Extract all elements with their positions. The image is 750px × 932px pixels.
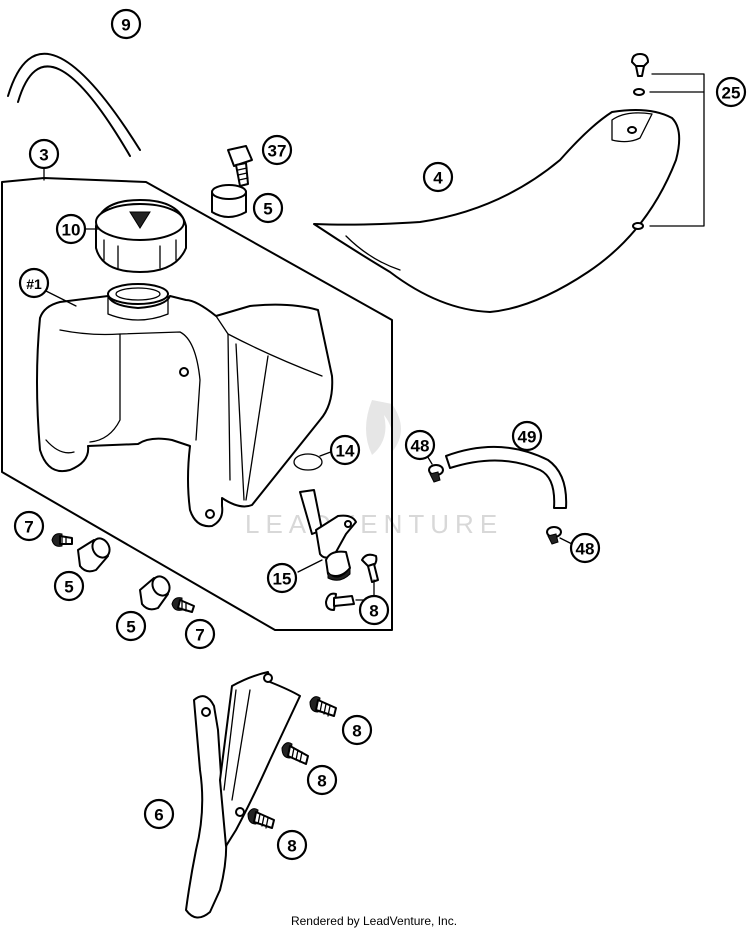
- callout-9: 9: [110, 8, 142, 40]
- callout-49: 49: [511, 420, 543, 452]
- svg-text:8: 8: [369, 602, 378, 621]
- callout-25: 25: [715, 76, 747, 108]
- svg-text:48: 48: [411, 437, 430, 456]
- callout-5-top: 5: [252, 192, 284, 224]
- seat-part-4[interactable]: [313, 109, 681, 313]
- svg-text:3: 3: [39, 146, 48, 165]
- bolt-part-37[interactable]: [227, 145, 253, 187]
- fuel-cap-part-10[interactable]: [95, 199, 187, 273]
- svg-text:8: 8: [287, 837, 296, 856]
- svg-text:4: 4: [433, 169, 443, 188]
- callout-37: 37: [261, 134, 293, 166]
- svg-text:7: 7: [195, 626, 204, 645]
- tank-group-outline: [1, 177, 393, 631]
- side-cover-part-6[interactable]: [185, 671, 301, 919]
- screw-part-8-cover-bottom[interactable]: [247, 808, 275, 829]
- screws-part-8-tank[interactable]: [325, 553, 379, 611]
- callout-15-leader: [297, 559, 323, 573]
- hose-clamp-part-48-right[interactable]: [546, 526, 573, 545]
- callout-15: 15: [266, 562, 298, 594]
- callout-7-right: 7: [184, 618, 216, 650]
- callout-48-left: 48: [404, 429, 436, 461]
- svg-text:5: 5: [126, 618, 135, 637]
- svg-text:15: 15: [273, 570, 292, 589]
- callout-8-cover-top: 8: [341, 714, 373, 746]
- callout-5-left: 5: [53, 570, 85, 602]
- callout-48-right: 48: [569, 532, 601, 564]
- callout-1: #1: [18, 267, 50, 299]
- bolt-part-7-left[interactable]: [51, 533, 73, 547]
- svg-text:7: 7: [24, 518, 33, 537]
- callout-4: 4: [422, 161, 454, 193]
- callout-8-tank: 8: [358, 594, 390, 626]
- svg-text:37: 37: [268, 142, 287, 161]
- spacer-part-5-left[interactable]: [77, 535, 113, 573]
- spacer-part-5-top[interactable]: [211, 184, 247, 218]
- watermark-text: LEADVENTURE: [245, 509, 503, 539]
- svg-text:10: 10: [62, 221, 81, 240]
- svg-text:25: 25: [722, 84, 741, 103]
- hose-clamp-part-48-left[interactable]: [425, 453, 444, 483]
- callout-5-right: 5: [115, 610, 147, 642]
- callout-14: 14: [329, 434, 361, 466]
- callout-3: 3: [28, 138, 60, 170]
- svg-text:6: 6: [154, 806, 163, 825]
- fuel-tank-part-1[interactable]: [36, 283, 334, 528]
- svg-text:5: 5: [263, 200, 272, 219]
- svg-text:#1: #1: [26, 276, 42, 292]
- callout-10: 10: [55, 213, 87, 245]
- hose-part-49[interactable]: [445, 445, 568, 509]
- footer-credit: Rendered by LeadVenture, Inc.: [291, 914, 457, 928]
- screw-part-8-cover-mid[interactable]: [281, 742, 309, 765]
- svg-text:14: 14: [336, 442, 355, 461]
- svg-text:8: 8: [352, 722, 361, 741]
- svg-text:8: 8: [317, 772, 326, 791]
- spacer-part-5-right[interactable]: [139, 573, 173, 611]
- callout-7-left: 7: [13, 510, 45, 542]
- seat-fasteners-part-25[interactable]: [631, 53, 705, 230]
- svg-text:9: 9: [121, 16, 130, 35]
- svg-text:49: 49: [518, 428, 537, 447]
- o-ring-part-14[interactable]: [293, 449, 337, 471]
- callout-8-cover-bottom: 8: [276, 829, 308, 861]
- screw-part-8-cover-top[interactable]: [309, 696, 337, 717]
- callout-6: 6: [143, 798, 175, 830]
- callout-1-leader: [43, 289, 77, 307]
- svg-text:48: 48: [576, 540, 595, 559]
- svg-text:5: 5: [64, 578, 73, 597]
- fuel-tap-part-15[interactable]: [299, 489, 357, 581]
- hose-part-9[interactable]: [7, 52, 141, 157]
- callout-8-cover-mid: 8: [306, 764, 338, 796]
- bolt-part-7-right[interactable]: [171, 597, 195, 613]
